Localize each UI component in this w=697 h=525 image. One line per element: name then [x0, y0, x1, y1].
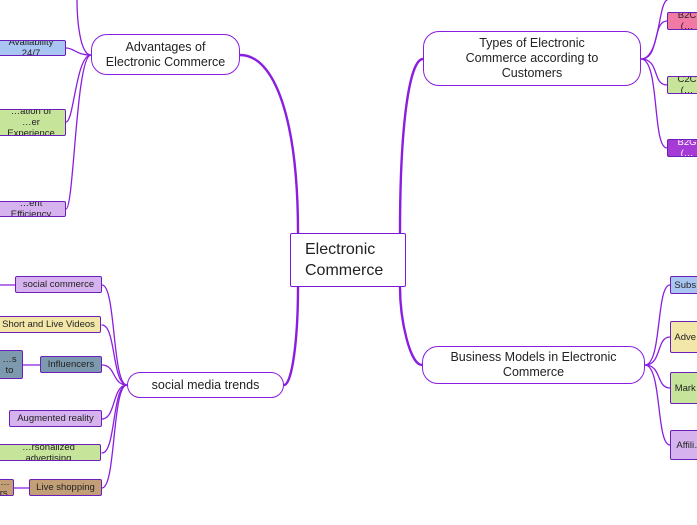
leaf-efficiency[interactable]: …ent Efficiency	[0, 201, 66, 217]
link-types-b2c	[640, 20, 668, 60]
leaf-subscription[interactable]: Subs…	[670, 276, 697, 294]
link-central-advantages	[238, 53, 300, 235]
link-social-social_commerce	[101, 284, 128, 386]
link-central-social	[282, 285, 300, 387]
link-types-top	[640, 0, 668, 60]
leaf-b2g[interactable]: B2G (…	[667, 139, 697, 157]
topic-business-models[interactable]: Business Models in Electronic Commerce	[422, 346, 645, 384]
topic-types[interactable]: Types of Electronic Commerce according t…	[423, 31, 641, 86]
link-types-b2g	[640, 58, 668, 149]
link-types-c2c	[640, 58, 668, 86]
topic-social-media-trends[interactable]: social media trends	[127, 372, 284, 398]
link-adv-top	[76, 0, 92, 56]
leaf-influencers[interactable]: Influencers	[40, 356, 102, 373]
leaf-social-commerce[interactable]: social commerce	[15, 276, 102, 293]
link-adv-efficiency	[65, 54, 92, 210]
link-social-influencers	[101, 364, 128, 386]
link-models-mark	[644, 364, 671, 389]
link-social-short_videos	[101, 324, 128, 386]
leaf-c2c[interactable]: C2C (…	[667, 76, 697, 94]
leaf-availability[interactable]: Availability 24/7	[0, 40, 66, 56]
topic-advantages[interactable]: Advantages of Electronic Commerce	[91, 34, 240, 75]
link-models-adve	[644, 336, 671, 366]
leaf-short-live-videos[interactable]: Short and Live Videos	[0, 316, 101, 333]
link-adv-experience	[65, 54, 92, 123]
leaf-b2c[interactable]: B2C (…	[667, 12, 697, 30]
leaf-advertising[interactable]: Adve…	[670, 321, 697, 353]
link-adv-availability	[65, 47, 92, 56]
leaf-marketplace[interactable]: Mark…	[670, 372, 697, 404]
leaf-influencers-sub[interactable]: …s to	[0, 350, 23, 379]
link-social-personalized	[101, 384, 128, 454]
link-models-subs	[644, 284, 671, 366]
link-models-affi	[644, 364, 671, 446]
leaf-augmented-reality[interactable]: Augmented reality	[9, 410, 102, 427]
leaf-live-shopping-sub[interactable]: …rs.	[0, 479, 14, 496]
central-topic[interactable]: Electronic Commerce	[290, 233, 406, 287]
leaf-customer-experience[interactable]: …ation of …er Experience	[0, 109, 66, 136]
link-social-live_shopping	[101, 384, 128, 489]
link-central-types	[398, 57, 425, 235]
leaf-personalized-advertising[interactable]: …rsonalized advertising	[0, 444, 101, 461]
link-central-models	[398, 285, 424, 367]
leaf-live-shopping[interactable]: Live shopping	[29, 479, 102, 496]
leaf-affiliate[interactable]: Affili…	[670, 430, 697, 460]
